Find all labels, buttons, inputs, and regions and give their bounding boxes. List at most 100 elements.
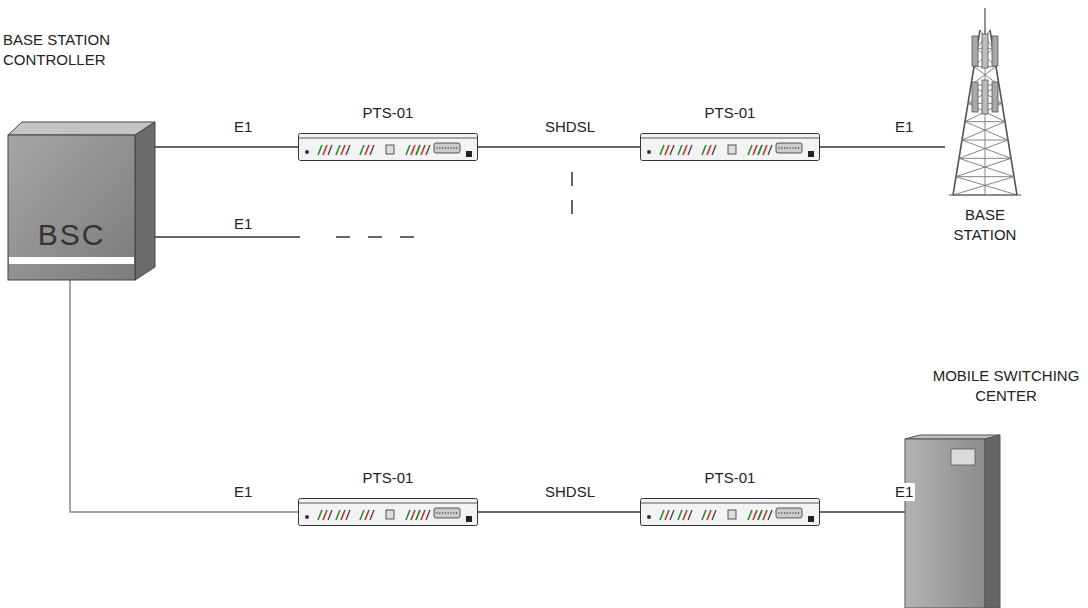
led-mark [660,510,664,520]
led-mark [758,510,762,520]
led-mark [748,145,752,155]
dashed-continuation [336,236,414,238]
pin [784,512,785,513]
pin [445,147,446,148]
led-mark [665,145,669,155]
led-mark [683,145,687,155]
pin [442,512,443,513]
link-label: E1 [893,118,915,136]
led-mark [360,145,364,155]
led-mark [336,145,340,155]
logo [466,516,472,522]
brace [956,158,1011,176]
led-mark [665,510,669,520]
led-mark [678,510,682,520]
switching-center-cabinet-art [905,435,1000,608]
led-mark [421,145,425,155]
pin [792,147,793,148]
power-dot [305,150,309,154]
led-mark [753,145,757,155]
pin [436,147,437,148]
cabinet-front [905,439,985,608]
led-mark [416,145,420,155]
link-line [820,511,905,513]
db-connector [434,143,460,153]
pin [436,512,437,513]
switch [728,510,736,519]
node-caption: BASE STATION [940,205,1030,244]
pin [798,147,799,148]
link-line [70,280,298,512]
switching-center-cabinet: MOBILE SWITCHING CENTER [905,435,1000,608]
controller-cabinet-art [8,122,155,282]
antenna [982,34,988,68]
pts-device-art [640,133,820,161]
led-mark [763,145,767,155]
pts-device: PTS-01 [298,498,478,526]
cabinet-side [985,435,1000,608]
line-label: E1 [232,215,254,233]
pin [450,512,451,513]
led-mark [758,145,762,155]
brace [959,158,1011,159]
controller-cabinet: BASE STATION CONTROLLERBSC [8,122,155,282]
pin [445,512,446,513]
link-label: SHDSL [543,118,597,136]
switch [386,510,394,519]
base-station-tower: BASE STATION [945,8,1025,198]
led-mark [678,145,682,155]
switch [386,145,394,154]
device-label: PTS-01 [298,103,478,123]
cabinet-panel [951,449,975,465]
led-mark [426,510,430,520]
device-bevel [299,138,477,139]
device-body [641,134,820,161]
device-body [299,499,478,526]
led-mark [688,145,692,155]
link-line [478,146,640,148]
led-mark [346,510,350,520]
led-mark [748,510,752,520]
white-bar [9,257,134,264]
led-mark [688,510,692,520]
pin [456,147,457,148]
antenna [972,36,978,66]
pin [450,147,451,148]
led-mark [346,145,350,155]
led-mark [702,510,706,520]
led-mark [416,510,420,520]
pin [456,512,457,513]
tower-base [949,194,1021,195]
link-label: E1 [893,483,915,501]
led-mark [416,510,420,520]
led-mark [328,145,332,155]
led-mark [683,510,687,520]
antenna [992,36,998,66]
cabinet-front [8,135,135,280]
led-mark [411,510,415,520]
power-dot [647,150,651,154]
led-mark [323,145,327,155]
led-mark [421,510,425,520]
led-mark [328,510,332,520]
device-label: PTS-01 [298,468,478,488]
led-mark [763,510,767,520]
led-mark [707,145,711,155]
device-bevel [641,503,819,504]
led-mark [370,145,374,155]
open-e1-line [152,236,300,238]
link-label: E1 [232,118,254,136]
led-mark [707,510,711,520]
logo [808,151,814,157]
led-mark [416,145,420,155]
pin [784,147,785,148]
link-line [478,511,640,513]
led-mark [318,510,322,520]
led-mark [753,510,757,520]
link-line [820,146,945,148]
led-mark [768,145,772,155]
brace [962,140,1011,158]
brace [959,140,1008,158]
pin [453,512,454,513]
